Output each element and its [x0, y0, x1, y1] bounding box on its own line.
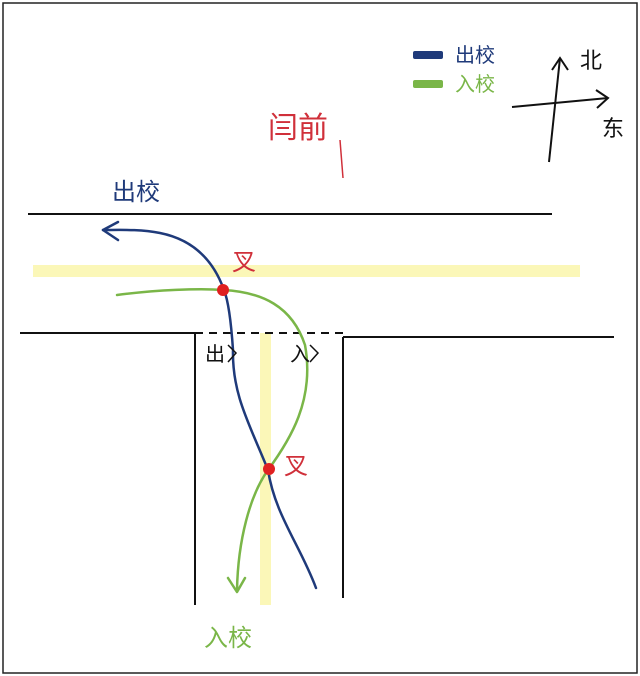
conflict-point-lower — [263, 463, 275, 475]
exit-route-arrowhead — [101, 220, 120, 242]
compass-north-arrow — [548, 57, 561, 163]
conflict-label-upper: 叉 — [232, 248, 256, 276]
crossing-band-horizontal — [33, 265, 580, 277]
legend: 出校 入校 — [413, 43, 495, 96]
legend-label-exit: 出校 — [455, 43, 495, 67]
gate-exit-chevron — [227, 344, 238, 363]
school-front-label: 闫前 — [268, 111, 328, 146]
entry-route-arrowhead — [226, 576, 247, 594]
gate-entry-label: 入 — [290, 342, 310, 366]
compass-east-arrowhead — [595, 89, 610, 109]
entry-route-line — [115, 287, 309, 592]
compass-north-label: 北 — [580, 49, 602, 74]
conflict-label-lower: 叉 — [284, 452, 308, 480]
school-front-stroke — [339, 139, 344, 179]
conflict-point-upper — [217, 284, 229, 296]
exit-label-top: 出校 — [112, 178, 160, 206]
compass-east-label: 东 — [602, 117, 624, 142]
gate-entry-chevron — [309, 344, 320, 363]
compass: 北 东 — [511, 49, 624, 163]
compass-east-arrow — [511, 97, 609, 108]
legend-label-entry: 入校 — [455, 72, 495, 96]
exit-route-line — [101, 228, 318, 590]
legend-swatch-entry — [413, 80, 443, 88]
entry-label-bottom: 入校 — [204, 624, 252, 652]
gate-exit-label: 出 — [205, 342, 225, 366]
compass-north-arrowhead — [551, 56, 569, 71]
legend-swatch-exit — [413, 51, 443, 59]
